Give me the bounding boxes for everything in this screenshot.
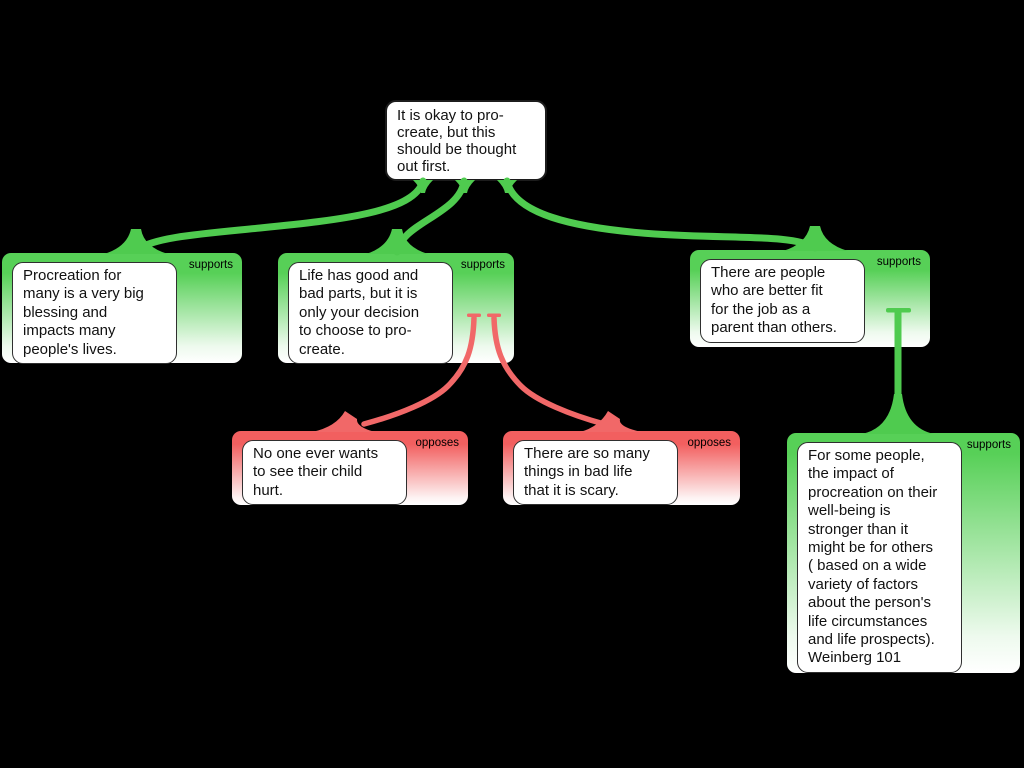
connector-root-to-support-2	[393, 177, 468, 256]
oppose-node-2-claim[interactable]: There are so many things in bad life tha…	[513, 440, 678, 506]
support-node-2[interactable]: supports Life has good and bad parts, bu…	[278, 253, 514, 365]
support-badge: supports	[966, 439, 1011, 451]
oppose-badge: opposes	[415, 437, 459, 449]
connector-root-stub-1	[413, 180, 433, 193]
connector-root-stub-2	[455, 180, 475, 193]
root-claim-node[interactable]: It is okay to pro- create, but this shou…	[385, 100, 547, 181]
connector-root-to-support-2-flare	[366, 229, 428, 254]
connector-root-to-support-3	[503, 177, 819, 252]
oppose-node-1[interactable]: opposes No one ever wants to see their c…	[232, 431, 468, 506]
support-node-4[interactable]: supports For some people, the impact of …	[787, 433, 1020, 673]
support-badge: supports	[876, 256, 921, 268]
connector-oppose-1-flare	[312, 411, 375, 432]
support-node-3-claim[interactable]: There are people who are better fit for …	[700, 259, 865, 343]
support-node-3[interactable]: supports There are people who are better…	[690, 250, 930, 347]
oppose-node-2[interactable]: opposes There are so many things in bad …	[503, 431, 740, 506]
support-badge: supports	[460, 259, 505, 271]
oppose-node-1-claim[interactable]: No one ever wants to see their child hur…	[242, 440, 407, 506]
support-node-1[interactable]: supports Procreation for many is a very …	[2, 253, 242, 365]
connector-oppose-2-flare	[580, 411, 642, 432]
support-node-1-claim[interactable]: Procreation for many is a very big bless…	[12, 262, 177, 365]
connector-root-to-support-1-flare	[104, 229, 168, 254]
connector-root-to-support-1	[132, 177, 427, 254]
oppose-badge: opposes	[687, 437, 731, 449]
connector-root-stub-3	[497, 180, 517, 193]
support-badge: supports	[188, 259, 233, 271]
support-node-4-claim[interactable]: For some people, the impact of procreati…	[797, 442, 962, 673]
connector-root-to-support-3-flare	[783, 226, 848, 251]
support-node-2-claim[interactable]: Life has good and bad parts, but it is o…	[288, 262, 453, 365]
connector-support-4-flare	[862, 394, 934, 434]
